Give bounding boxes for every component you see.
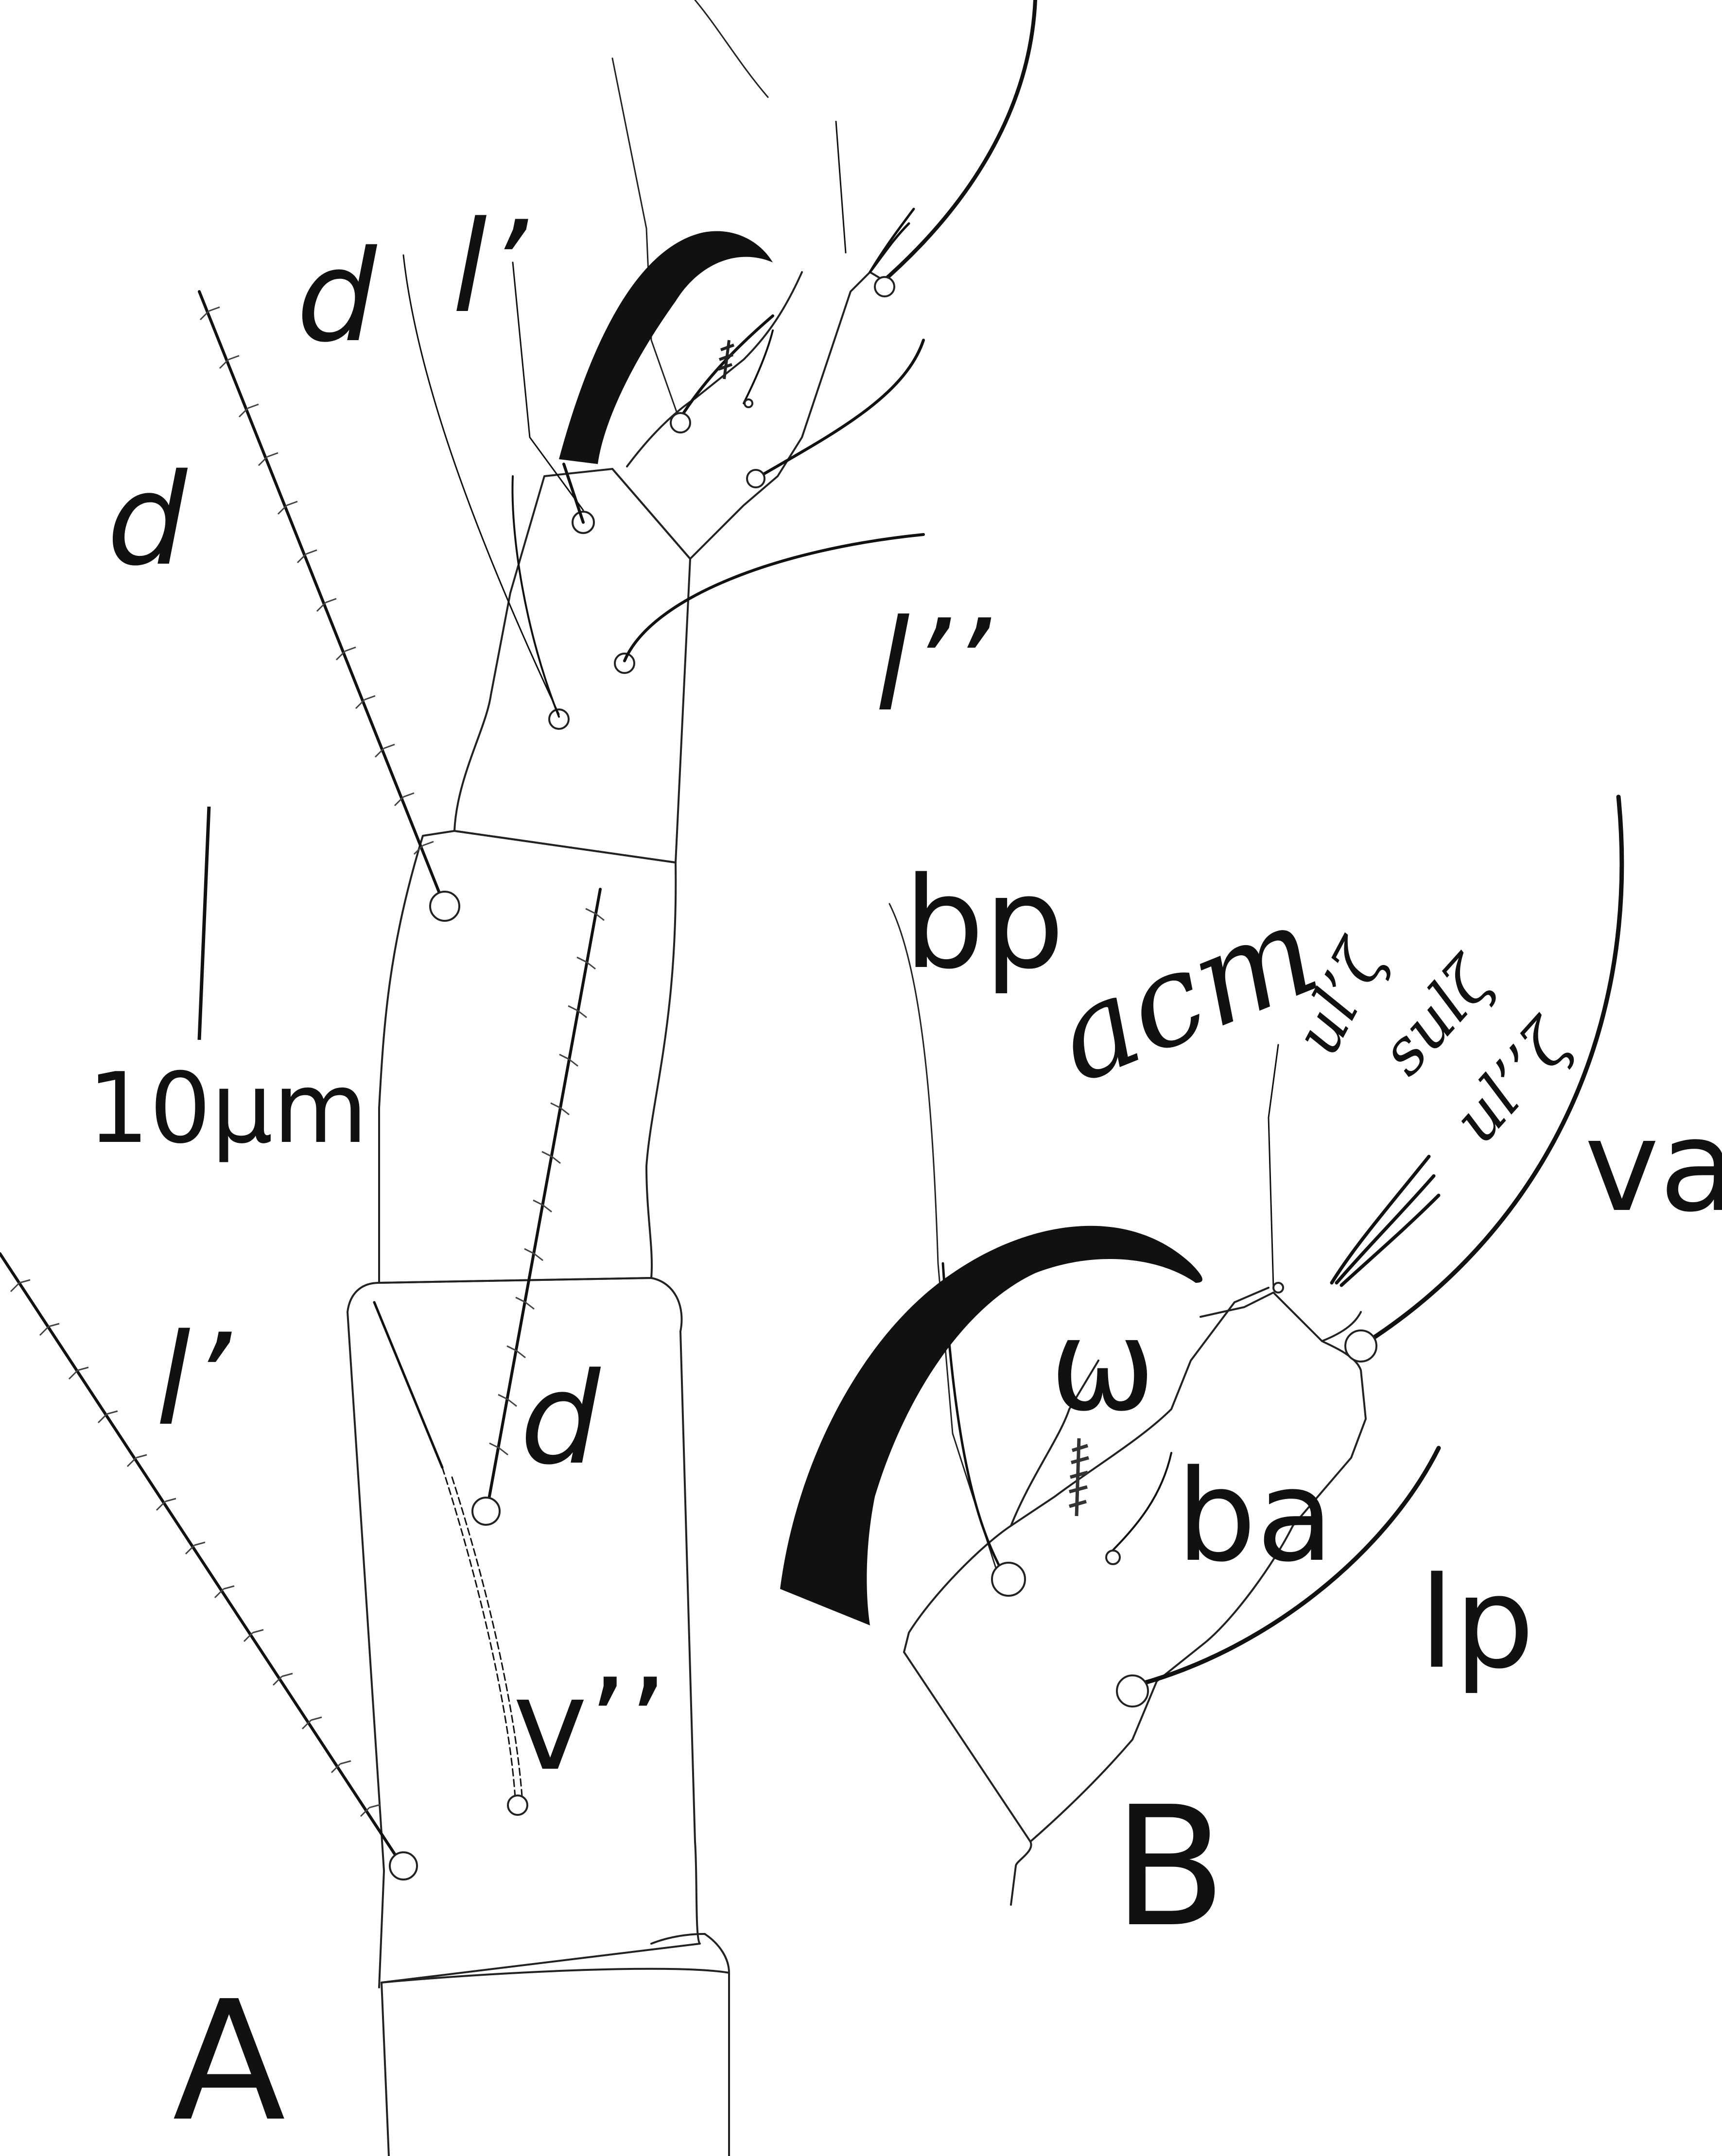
seta-b-ba — [1107, 1452, 1172, 1556]
leg-a-lower-segment — [347, 1277, 701, 1988]
label-b-lp: lp — [1419, 1550, 1534, 1697]
label-b-va: va — [1584, 1093, 1722, 1240]
label-a-l-prime-left: l’ — [156, 1307, 232, 1454]
seta-b-acm — [1268, 1044, 1279, 1289]
seta-b-va — [1358, 794, 1624, 1348]
seta-a-l-double-prime — [623, 533, 925, 662]
seta-b-tuft — [1330, 1155, 1441, 1287]
leg-a-basal-segment — [381, 1967, 730, 2156]
scale-bar-label: 10µm — [87, 1052, 368, 1165]
seta-b-bp — [941, 1262, 1003, 1571]
label-a-l-double-prime: l’’ — [875, 593, 991, 740]
leg-a-middle-segment — [378, 830, 677, 1284]
solenidion-a — [717, 340, 735, 379]
label-b-bp: bp — [904, 850, 1064, 997]
label-a-d-mid: d — [520, 1346, 601, 1493]
scale-bar-line — [197, 806, 211, 1040]
plumose-seta-a-d-left — [198, 290, 460, 922]
seta-a-v-double-prime — [373, 1301, 444, 1469]
plumose-seta-a-d-mid — [471, 888, 605, 1526]
leg-b-outline — [903, 1292, 1367, 1906]
seta-a-distal-long — [878, 0, 1037, 286]
label-a-d-left: d — [107, 447, 188, 594]
label-b-ba: ba — [1176, 1443, 1334, 1590]
panel-b-drawing — [780, 794, 1624, 1906]
plumose-seta-a-l-prime-left — [0, 1252, 418, 1880]
claw-a — [559, 231, 773, 464]
solenidion-b-omega — [1069, 1438, 1089, 1517]
claw-b — [780, 1225, 1202, 1625]
leg-a-distal-segment — [453, 468, 691, 863]
seta-a-d-top — [402, 254, 560, 715]
label-b-omega: ω — [1050, 1293, 1156, 1439]
label-a-d-top: d — [296, 224, 378, 370]
panel-label-b: B — [1113, 1771, 1226, 1964]
seta-a-l-prime-top — [512, 261, 584, 511]
label-a-v-double-prime: v’’ — [513, 1652, 668, 1799]
label-b-acm: acm — [1035, 876, 1337, 1112]
seta-a-near-claw — [679, 314, 774, 419]
panel-a-drawing — [0, 0, 1037, 2156]
seta-b-lp — [1130, 1446, 1441, 1689]
label-a-l-prime-top: l’ — [452, 194, 529, 341]
panel-label-a: A — [173, 1966, 286, 2156]
